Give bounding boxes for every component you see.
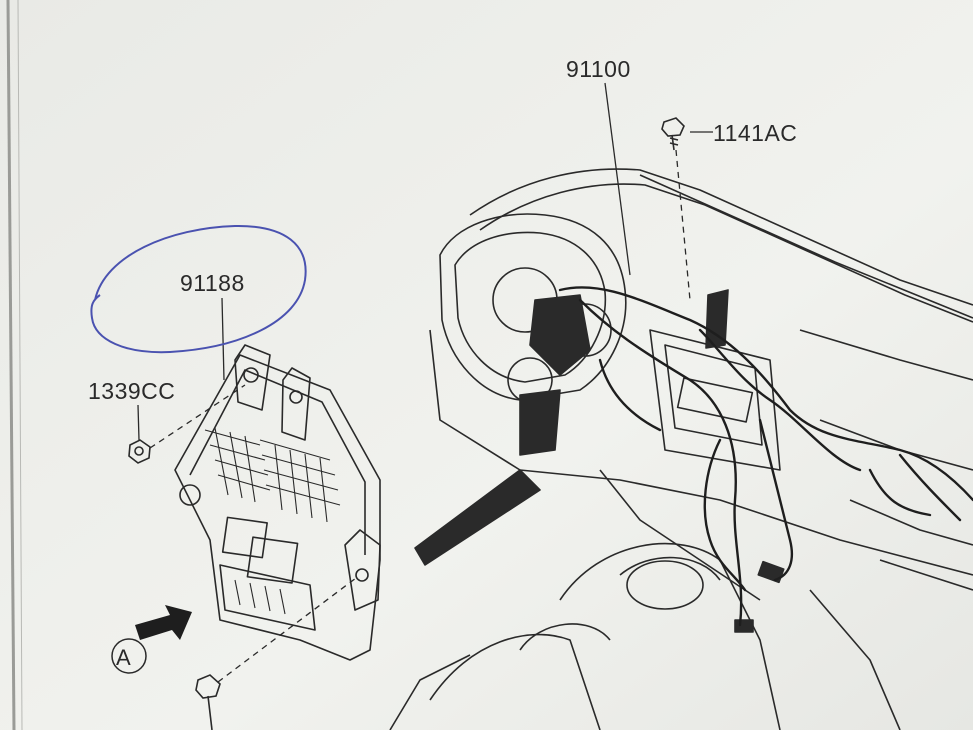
wiring-harness — [558, 286, 973, 627]
callout-1339cc: 1339CC — [88, 378, 176, 404]
dashboard-assembly — [389, 168, 973, 730]
pen-circle-annotation — [90, 224, 307, 354]
leader-lines — [137, 82, 713, 683]
callout-91188: 91188 — [180, 270, 245, 296]
nut-1339cc — [128, 439, 151, 464]
callout-91100: 91100 — [566, 56, 631, 82]
bolt-lower — [195, 674, 221, 730]
page-edge-shadow — [6, 0, 16, 730]
bolt-1141ac — [661, 117, 685, 151]
page-border-line — [17, 0, 23, 730]
callout-1141ac: 1141AC — [713, 120, 798, 146]
view-marker-circle — [111, 638, 147, 674]
view-marker-label: A — [116, 645, 132, 670]
junction-box-91188 — [174, 344, 381, 661]
view-arrow-icon — [135, 605, 192, 640]
